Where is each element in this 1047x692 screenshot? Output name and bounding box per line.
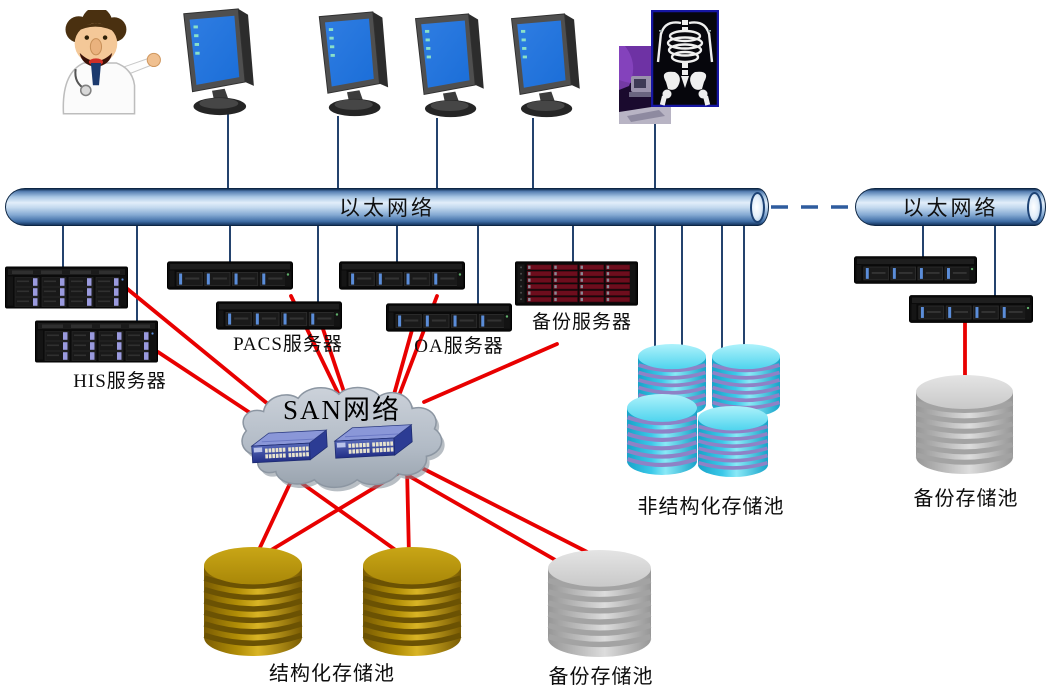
oa-server-label: OA服务器 (414, 336, 504, 357)
backup-pool-main-label: 备份存储池 (548, 666, 654, 688)
workstation-monitor-icon (495, 11, 583, 120)
unstructured-pool-label: 非结构化存储池 (637, 496, 785, 518)
doctor-clipart-icon (33, 10, 165, 120)
storage-cylinder-blue (711, 344, 781, 418)
storage-cylinder-gold (203, 547, 303, 657)
pacs-server-icon (216, 301, 342, 330)
his-server-rack-icon (35, 320, 158, 363)
xray-image (651, 10, 719, 107)
structured-pool-label: 结构化存储池 (269, 663, 395, 685)
remote-server-icon (909, 295, 1033, 323)
storage-cylinder-blue (697, 406, 769, 478)
pacs-server-icon (167, 261, 293, 290)
his-server-rack-icon (5, 266, 128, 309)
san-switch-icon (248, 425, 330, 467)
his-server-label: HIS服务器 (73, 371, 167, 392)
storage-cylinder-gold (362, 547, 462, 657)
ethernet-bus-remote: 以太网络 (855, 188, 1046, 226)
ethernet-bus-remote-label: 以太网络 (902, 196, 999, 220)
backup-pool-remote-label: 备份存储池 (913, 488, 1019, 510)
workstation-monitor-icon (399, 11, 487, 120)
workstation-monitor-icon (168, 6, 256, 118)
ethernet-bus-main: 以太网络 (5, 188, 769, 226)
oa-server-icon (339, 261, 465, 290)
storage-cylinder-gray (915, 375, 1014, 475)
backup-server-icon (515, 261, 638, 306)
workstation-monitor-icon (303, 9, 391, 119)
oa-server-icon (386, 303, 512, 332)
bus-end-cap (1027, 191, 1042, 223)
storage-cylinder-gray (547, 550, 652, 658)
bus-end-cap (750, 191, 765, 223)
san-switch-icon (331, 419, 415, 463)
ethernet-bus-main-label: 以太网络 (339, 196, 435, 220)
remote-server-icon (854, 256, 977, 284)
backup-server-label: 备份服务器 (531, 312, 633, 333)
pacs-server-label: PACS服务器 (233, 334, 343, 355)
storage-cylinder-blue (626, 394, 698, 476)
san-network-label: SAN网络 (282, 395, 402, 425)
